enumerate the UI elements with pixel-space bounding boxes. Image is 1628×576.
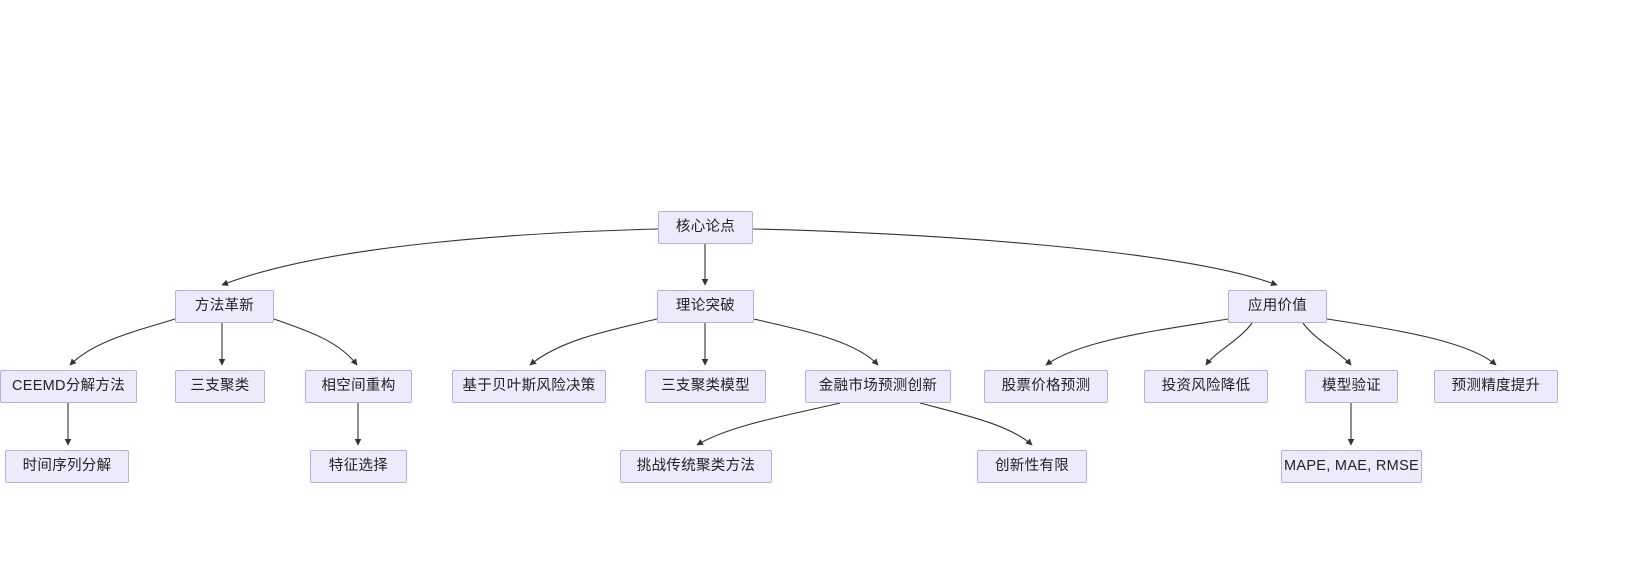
node-label-l3j: 预测精度提升 [1451, 378, 1541, 395]
edge-l2c-to-l3h [1205, 322, 1253, 366]
node-l4d[interactable]: 创新性有限 [977, 450, 1087, 483]
node-l4b[interactable]: 特征选择 [310, 450, 407, 483]
node-l4c[interactable]: 挑战传统聚类方法 [620, 450, 772, 483]
node-label-l4b: 特征选择 [328, 458, 389, 475]
node-label-l3c: 相空间重构 [321, 378, 396, 395]
node-label-l3e: 三支聚类模型 [661, 378, 750, 395]
edges [64, 228, 1497, 446]
node-label-l4a: 时间序列分解 [22, 458, 112, 475]
node-label-l4c: 挑战传统聚类方法 [636, 458, 756, 475]
node-l2c[interactable]: 应用价值 [1228, 290, 1327, 323]
node-l3i[interactable]: 模型验证 [1305, 370, 1398, 403]
node-l3g[interactable]: 股票价格预测 [984, 370, 1108, 403]
node-l4e[interactable]: MAPE, MAE, RMSE [1281, 450, 1422, 483]
node-label-l3d: 基于贝叶斯风险决策 [462, 378, 596, 395]
edge-root-to-l2c [752, 228, 1278, 286]
node-l3e[interactable]: 三支聚类模型 [645, 370, 766, 403]
edge-l2a-to-l3a [69, 318, 176, 366]
node-label-l3a: CEEMD分解方法 [11, 378, 126, 395]
node-l4a[interactable]: 时间序列分解 [5, 450, 129, 483]
node-l2b[interactable]: 理论突破 [657, 290, 754, 323]
node-label-root: 核心论点 [675, 219, 736, 236]
node-l2a[interactable]: 方法革新 [175, 290, 274, 323]
node-label-l3h: 投资风险降低 [1161, 378, 1251, 395]
edge-l3f-to-l4d [919, 402, 1033, 446]
node-label-l3b: 三支聚类 [190, 378, 250, 395]
node-l3b[interactable]: 三支聚类 [175, 370, 265, 403]
edge-l2b-to-l3d [529, 318, 658, 366]
edge-l2b-to-l3f [753, 318, 879, 366]
node-label-l2a: 方法革新 [194, 298, 255, 315]
node-l3a[interactable]: CEEMD分解方法 [0, 370, 137, 403]
node-label-l3g: 股票价格预测 [1001, 378, 1091, 395]
edge-l2c-to-l3j [1326, 318, 1497, 366]
edge-l2c-to-l3i [1302, 322, 1352, 366]
node-label-l3f: 金融市场预测创新 [818, 378, 938, 395]
node-l3c[interactable]: 相空间重构 [305, 370, 412, 403]
node-l3j[interactable]: 预测精度提升 [1434, 370, 1558, 403]
edge-l3f-to-l4c [696, 402, 841, 446]
node-label-l4d: 创新性有限 [995, 458, 1069, 475]
node-label-l2b: 理论突破 [675, 298, 736, 315]
edge-root-to-l2a [221, 228, 659, 286]
node-l3f[interactable]: 金融市场预测创新 [805, 370, 951, 403]
node-label-l2c: 应用价值 [1247, 298, 1308, 315]
node-l3h[interactable]: 投资风险降低 [1144, 370, 1268, 403]
node-label-l3i: 模型验证 [1321, 378, 1382, 395]
node-label-l4e: MAPE, MAE, RMSE [1283, 458, 1420, 475]
edge-l2a-to-l3c [273, 318, 358, 366]
edge-l2c-to-l3g [1045, 318, 1229, 366]
node-l3d[interactable]: 基于贝叶斯风险决策 [452, 370, 606, 403]
node-root[interactable]: 核心论点 [658, 211, 753, 244]
